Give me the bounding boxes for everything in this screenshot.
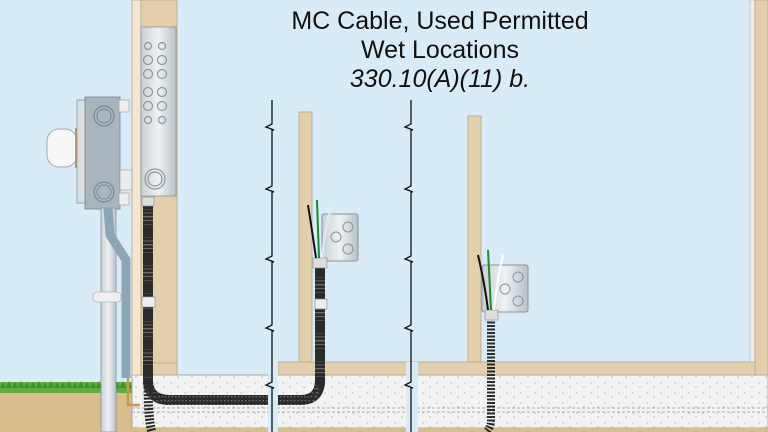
wood-stud-2: [467, 115, 482, 363]
ground: [0, 381, 140, 432]
break-lines: [264, 100, 418, 432]
grass: [0, 382, 132, 393]
wood-stud-1: [298, 111, 313, 363]
junction-box-1: [307, 199, 359, 269]
junction-box-2: [477, 249, 529, 321]
mc-cable-main: [141, 196, 328, 432]
right-wood-post: [749, 0, 768, 376]
meter-socket: [46, 96, 133, 210]
connector: [141, 196, 155, 207]
strap: [314, 298, 328, 310]
strap: [141, 296, 156, 308]
mc-cable-2: [483, 318, 495, 432]
service-conduit: [92, 207, 140, 432]
title-line-2: Wet Locations: [361, 36, 519, 64]
panelboard: [140, 26, 177, 197]
bottom-plate: [277, 361, 768, 376]
title-line-1: MC Cable, Used Permitted: [291, 7, 589, 35]
code-reference: 330.10(A)(11) b.: [349, 65, 531, 93]
